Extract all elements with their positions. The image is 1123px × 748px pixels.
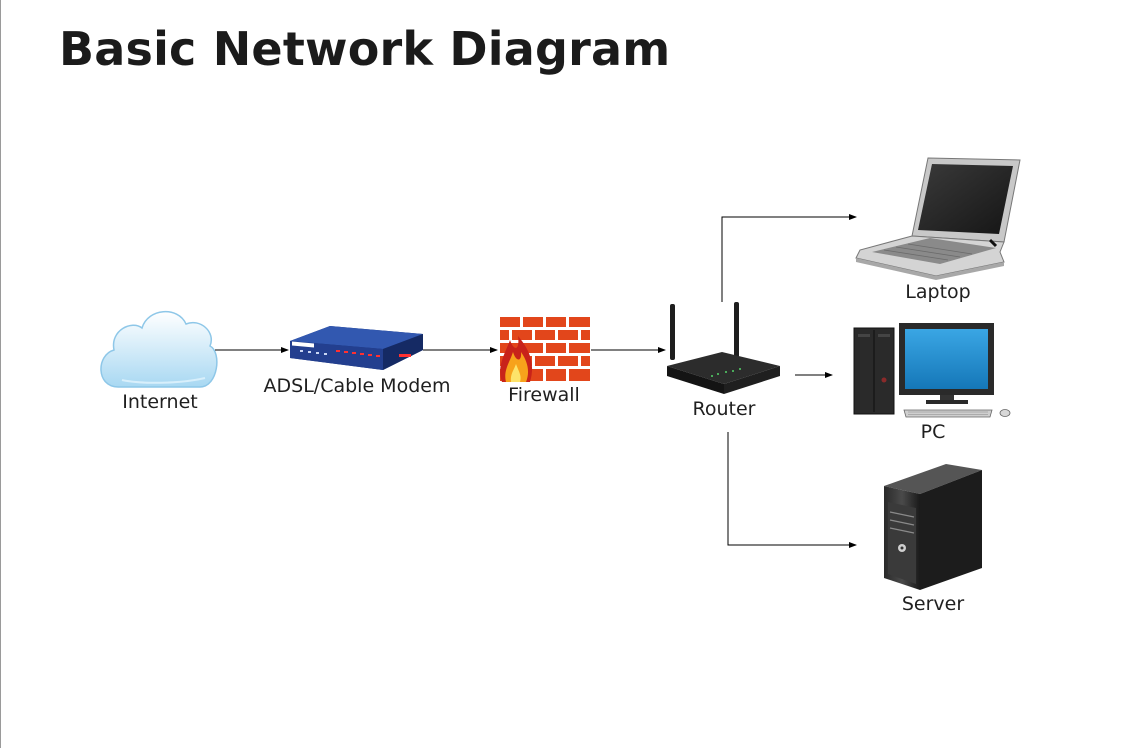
node-label-router: Router <box>692 398 756 420</box>
node-label-modem: ADSL/Cable Modem <box>263 375 451 397</box>
connector-router-laptop <box>721 214 857 302</box>
canvas-left-border <box>0 0 1 748</box>
laptop-icon <box>855 157 1021 280</box>
server-tower-icon <box>884 464 982 590</box>
node-label-server: Server <box>901 593 965 615</box>
node-label-firewall: Firewall <box>508 384 580 406</box>
connector-router-server <box>727 432 857 548</box>
firewall-icon <box>499 316 591 382</box>
cloud-icon <box>100 310 218 388</box>
desktop-pc-icon <box>853 323 1011 418</box>
node-label-internet: Internet <box>122 391 198 413</box>
connectors <box>215 214 857 548</box>
node-label-laptop: Laptop <box>905 281 971 303</box>
modem-icon <box>290 326 423 370</box>
diagram-title: Basic Network Diagram <box>59 22 671 76</box>
router-icon <box>667 302 780 394</box>
node-label-pc: PC <box>920 421 946 443</box>
